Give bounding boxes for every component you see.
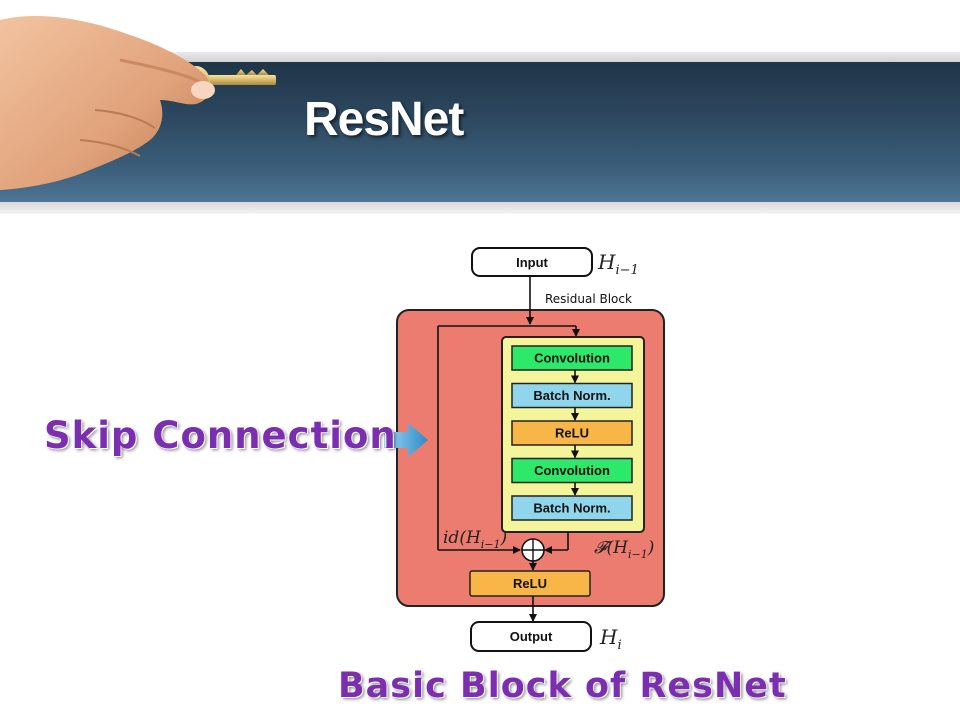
final-relu-box xyxy=(469,570,591,597)
layer-label-2: Batch Norm. xyxy=(533,388,610,403)
output-math: Hi xyxy=(599,625,622,653)
final-relu-label: ReLU xyxy=(513,576,547,591)
hand-with-key-image xyxy=(0,15,276,191)
diagram-caption: Basic Block of ResNet xyxy=(338,666,787,706)
layer-label-1: Convolution xyxy=(534,351,610,366)
layer-label-3: ReLU xyxy=(555,426,589,441)
output-box xyxy=(470,621,592,652)
pointer-arrow-icon xyxy=(384,423,428,457)
output-label: Output xyxy=(510,629,553,644)
input-box xyxy=(471,247,593,277)
skip-connection-callout: Skip Connection xyxy=(44,414,397,457)
layer-box-5 xyxy=(511,495,633,521)
residual-block-label: Residual Block xyxy=(545,292,632,306)
identity-label: id(Hi−1) xyxy=(443,528,507,551)
input-math: Hi−1 xyxy=(597,250,639,278)
addition-node-icon xyxy=(521,538,545,562)
input-label: Input xyxy=(516,255,548,270)
residual-function-label: 𝓕(Hi−1) xyxy=(594,538,654,561)
layer-box-2 xyxy=(511,382,633,409)
layer-box-4 xyxy=(511,457,633,484)
slide-title: ResNet xyxy=(304,93,464,146)
banner-bottom-strip xyxy=(0,202,960,214)
banner-top-strip xyxy=(0,52,960,62)
layer-label-4: Convolution xyxy=(534,463,610,478)
layer-box-3 xyxy=(511,420,633,446)
layer-label-5: Batch Norm. xyxy=(533,501,610,516)
layer-box-1 xyxy=(511,345,633,371)
